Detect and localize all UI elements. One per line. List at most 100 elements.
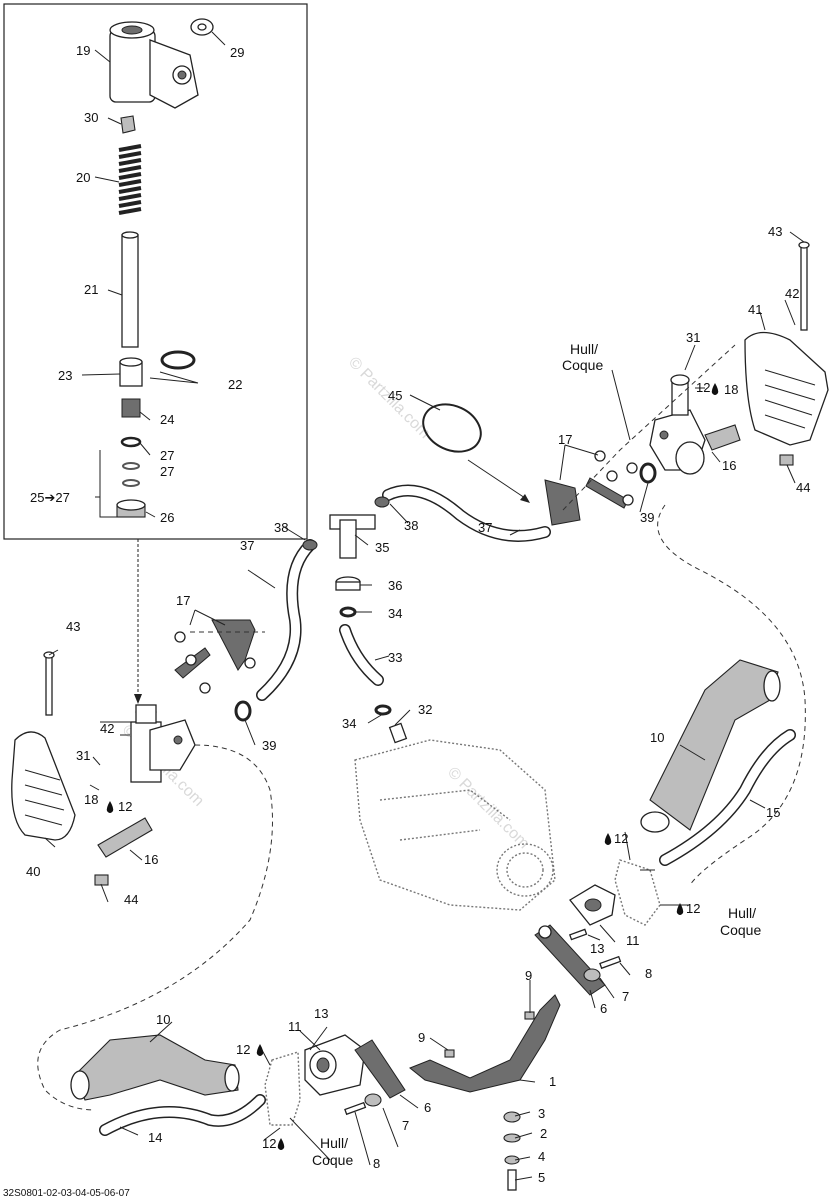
callout-31: 31: [686, 330, 700, 345]
callout-12: 12: [262, 1136, 276, 1151]
callout-43: 43: [768, 224, 782, 239]
callout-10: 10: [156, 1012, 170, 1027]
dashed-routing-line: [37, 744, 273, 1111]
callout-6: 6: [600, 1001, 607, 1016]
callout-35: 35: [375, 540, 389, 555]
callout-13: 13: [590, 941, 604, 956]
washer-7-left: [364, 1093, 382, 1107]
callout-33: 33: [388, 650, 402, 665]
hull-note: Coque: [312, 1152, 353, 1168]
dashed-routing-line: [657, 504, 806, 886]
callout-44: 44: [796, 480, 810, 495]
callout-19: 19: [76, 43, 90, 58]
callout-1: 1: [549, 1074, 556, 1089]
callout-23: 23: [58, 368, 72, 383]
callout-11: 11: [626, 933, 640, 948]
cover-41: [744, 331, 829, 446]
callout-27: 27: [160, 448, 174, 463]
callout-8: 8: [373, 1156, 380, 1171]
callout-37: 37: [240, 538, 254, 553]
sleeve-16-right: [704, 424, 741, 451]
callout-15: 15: [766, 805, 780, 820]
callout-30: 30: [84, 110, 98, 125]
clip-30: [120, 115, 136, 134]
cover-40: [11, 731, 76, 841]
callout-13: 13: [314, 1006, 328, 1021]
lever-6-left: [354, 1039, 406, 1099]
callout-27: 27: [160, 464, 174, 479]
inset-frame: [3, 3, 308, 540]
bolt-43-left: [43, 651, 55, 716]
arrow-head: [134, 694, 142, 704]
hose-15: [659, 729, 796, 866]
callout-42: 42: [785, 286, 799, 301]
callout-38: 38: [274, 520, 288, 535]
callout-16: 16: [722, 458, 736, 473]
solenoid-housing-19: [109, 21, 199, 109]
bushing-24: [121, 398, 141, 418]
sleeve-16-left: [97, 817, 153, 858]
nut-44-right: [779, 454, 794, 466]
callout-26: 26: [160, 510, 174, 525]
callout-6: 6: [424, 1100, 431, 1115]
callout-38: 38: [404, 518, 418, 533]
callout-17: 17: [558, 432, 572, 447]
callout-10: 10: [650, 730, 664, 745]
bolt-13-right: [568, 928, 588, 941]
duct-10-right: [640, 659, 781, 833]
callout-22: 22: [228, 377, 242, 392]
nut-26: [116, 499, 146, 518]
callout-3: 3: [538, 1106, 545, 1121]
hull-note: Hull/: [320, 1135, 348, 1151]
nut-44-left: [94, 874, 109, 886]
callout-41: 41: [748, 302, 762, 317]
hull-note: Hull/: [570, 341, 598, 357]
bearing-flange-11-right: [569, 884, 616, 926]
hose-37-upper: [382, 484, 551, 542]
callout-29: 29: [230, 45, 244, 60]
callout-42: 42: [100, 721, 114, 736]
callout-31: 31: [76, 748, 90, 763]
callout-34: 34: [388, 606, 402, 621]
callout-5: 5: [538, 1170, 545, 1185]
callout-12: 12: [118, 799, 132, 814]
callout-12: 12: [686, 901, 700, 916]
hose-33: [339, 624, 384, 686]
o-ring-27: [120, 436, 142, 487]
bracket-1: [409, 994, 561, 1093]
callout-40: 40: [26, 864, 40, 879]
gasket-12-right: [614, 859, 661, 926]
gasket-12-left: [264, 1051, 301, 1126]
leader-line: [81, 31, 226, 518]
callout-44: 44: [124, 892, 138, 907]
o-ring-22: [160, 350, 196, 370]
callout-39: 39: [262, 738, 276, 753]
callout-21: 21: [84, 282, 98, 297]
callout-18: 18: [84, 792, 98, 807]
plunger-rod-21: [121, 231, 139, 348]
diagram-code: 32S0801-02-03-04-05-06-07: [3, 1188, 130, 1199]
callout-7: 7: [622, 989, 629, 1004]
callout-20: 20: [76, 170, 90, 185]
callout-17: 17: [176, 593, 190, 608]
clamp-39: [234, 462, 657, 722]
spring-20: [118, 144, 142, 215]
bolt-43-right: [798, 241, 810, 331]
solenoid-housing-right: [649, 374, 706, 475]
callout-14: 14: [148, 1130, 162, 1145]
callout-12: 12: [614, 831, 628, 846]
jet-pump-housing: [354, 739, 556, 911]
clamps-38: [302, 496, 390, 551]
bolt-8-left: [344, 1101, 367, 1116]
arrow-line: [467, 459, 526, 499]
callout-24: 24: [160, 412, 174, 427]
hose-37-lower: [256, 539, 316, 701]
fitting-32: [388, 722, 408, 744]
leader-line: [44, 231, 805, 1181]
ring-45: [422, 403, 482, 453]
callout-45: 45: [388, 388, 402, 403]
grommet-36: [335, 576, 361, 591]
bolt-8-right: [599, 955, 622, 970]
callout-18: 18: [724, 382, 738, 397]
